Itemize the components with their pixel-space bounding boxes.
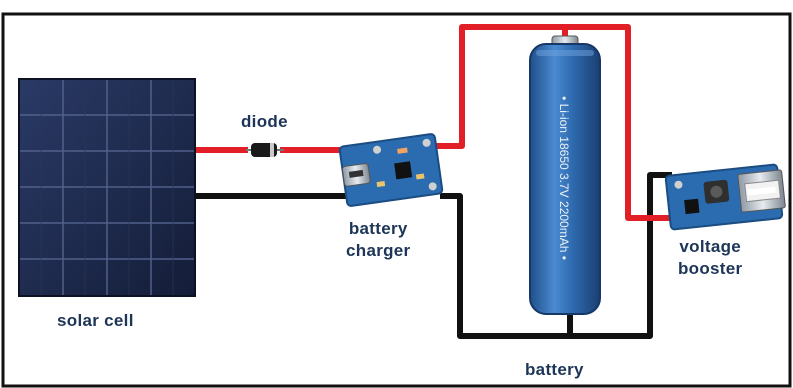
- battery-charger-label: battery charger: [346, 218, 410, 262]
- battery-label: battery: [525, 359, 584, 381]
- voltage-booster-label: voltage booster: [678, 236, 742, 280]
- solar-panel: [19, 79, 195, 296]
- battery-charger-label-line1: battery: [346, 218, 410, 240]
- usb-a-port-icon: [738, 170, 786, 212]
- voltage-booster-label-line2: booster: [678, 258, 742, 280]
- diode-component: [246, 143, 284, 157]
- battery-charger-module: [339, 134, 442, 207]
- voltage-booster-module: [665, 164, 785, 229]
- micro-usb-port-icon: [342, 163, 371, 186]
- solar-cell-label: solar cell: [57, 310, 134, 332]
- diode-label: diode: [241, 111, 288, 133]
- battery-charger-label-line2: charger: [346, 240, 410, 262]
- battery-print-text: • Li-ion 18650 3.7V 2200mAh •: [557, 96, 571, 260]
- li-ion-battery: • Li-ion 18650 3.7V 2200mAh •: [530, 36, 600, 314]
- voltage-booster-label-line1: voltage: [678, 236, 742, 258]
